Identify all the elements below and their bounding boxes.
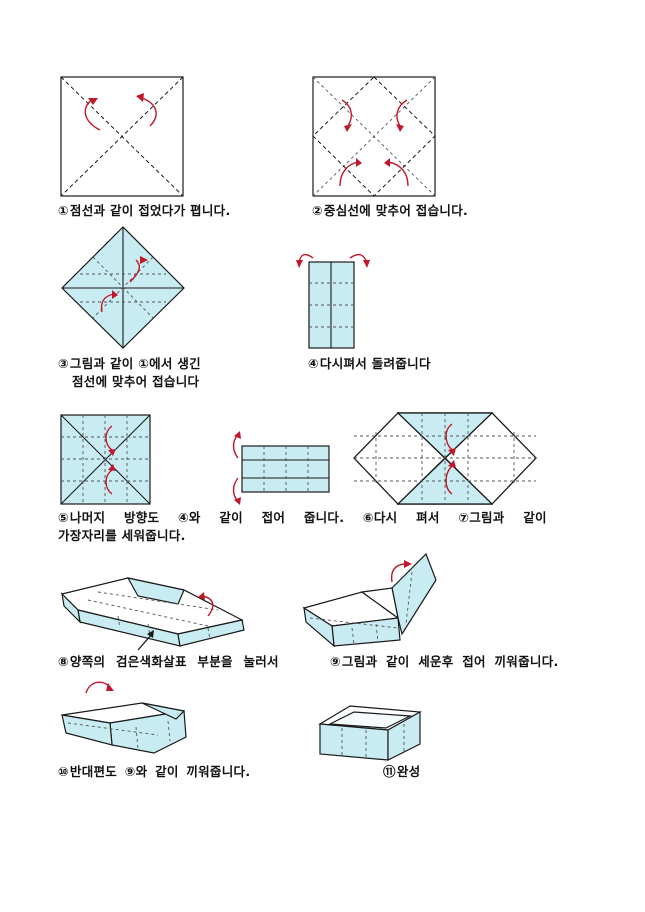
step4-diagram <box>295 250 385 350</box>
step6-diagram <box>228 428 338 505</box>
step11-diagram <box>316 700 424 766</box>
step1-diagram <box>60 76 185 198</box>
step2-caption: ②중심선에 맞추어 접습니다. <box>312 203 469 218</box>
step8-diagram <box>58 570 248 651</box>
step10-caption: ⑩반대편도 ⑨와 같이 끼워줍니다. <box>58 764 251 779</box>
step1-caption: ①점선과 같이 접었다가 폅니다. <box>58 203 231 218</box>
step5-7-caption: ⑤나머지 방향도 ④와 같이 접어 줍니다. ⑥다시 펴서 ⑦그림과 같이 가장… <box>58 510 547 543</box>
step9-caption: ⑨그림과 같이 세운후 접어 끼워줍니다. <box>330 654 559 669</box>
step9-diagram <box>302 548 442 648</box>
step7-diagram <box>352 412 538 506</box>
step3-diagram <box>60 226 186 350</box>
step2-diagram <box>312 76 437 198</box>
step4-caption: ④다시펴서 돌려줍니다 <box>308 356 431 371</box>
step10-diagram <box>58 673 190 759</box>
step5-diagram <box>60 414 152 506</box>
step11-caption: ⑪완성 <box>383 764 421 779</box>
step3-caption: ③그림과 같이 ①에서 생긴 점선에 맞추어 접습니다 <box>58 356 201 389</box>
step8-caption: ⑧양쪽의 검은색화살표 부분을 눌러서 <box>58 654 279 669</box>
